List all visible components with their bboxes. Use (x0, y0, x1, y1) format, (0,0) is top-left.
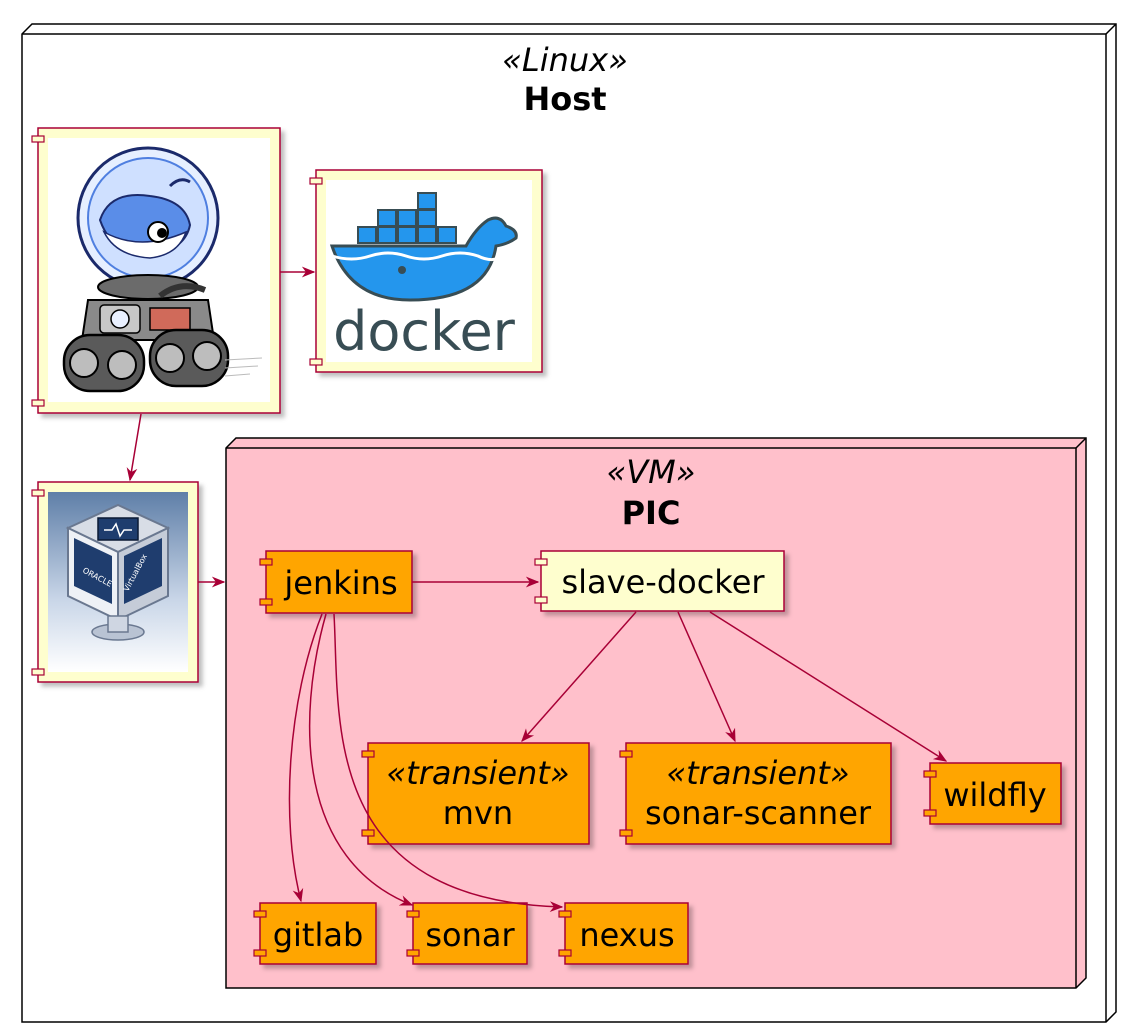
virtualbox-icon: ORACLE VirtualBox (65, 503, 171, 641)
wildfly-component[interactable]: wildfly (923, 762, 1062, 825)
sonar-scanner-label: sonar-scanner (645, 794, 872, 832)
sonar-component[interactable]: sonar (406, 902, 528, 965)
host-stereotype: «Linux» (502, 41, 628, 79)
docker-machine-robot-icon (62, 146, 263, 393)
arrow-jenkins-to-nexus (333, 613, 564, 913)
mvn-component[interactable]: «transient» mvn (361, 742, 590, 845)
arrow-jenkins-to-sonar (308, 613, 414, 906)
arrow-slave-docker-to-mvn (521, 611, 637, 743)
arrow-slave-docker-to-sonar-scanner (677, 611, 736, 743)
mvn-label: mvn (443, 794, 513, 832)
host-title: Host (523, 80, 606, 118)
virtualbox-component: ORACLE VirtualBox (31, 481, 199, 683)
arrow-jenkins-to-gitlab (288, 613, 323, 903)
gitlab-component[interactable]: gitlab (253, 902, 377, 965)
gitlab-label: gitlab (273, 916, 364, 954)
connections (126, 266, 948, 913)
slave-docker-component[interactable]: slave-docker (534, 550, 785, 612)
arrow-robot-to-virtualbox (126, 413, 142, 482)
mvn-stereotype: «transient» (386, 754, 569, 792)
nexus-component[interactable]: nexus (558, 902, 689, 965)
docker-logo-text: docker (333, 300, 516, 363)
jenkins-label: jenkins (283, 564, 397, 602)
docker-component: docker (309, 169, 543, 373)
vm-stereotype: «VM» (607, 453, 696, 491)
docker-machine-component (31, 127, 281, 414)
sonar-scanner-component[interactable]: «transient» sonar-scanner (619, 742, 892, 845)
docker-logo-icon: docker (329, 192, 518, 363)
slave-docker-label: slave-docker (561, 563, 765, 601)
wildfly-label: wildfly (943, 776, 1046, 814)
nexus-label: nexus (579, 916, 674, 954)
vm-title: PIC (622, 494, 681, 532)
sonar-scanner-stereotype: «transient» (666, 754, 849, 792)
arrow-slave-docker-to-wildfly (709, 611, 948, 762)
vm-node: «VM» PIC (225, 437, 1087, 989)
jenkins-component[interactable]: jenkins (259, 550, 413, 614)
sonar-label: sonar (425, 916, 515, 954)
